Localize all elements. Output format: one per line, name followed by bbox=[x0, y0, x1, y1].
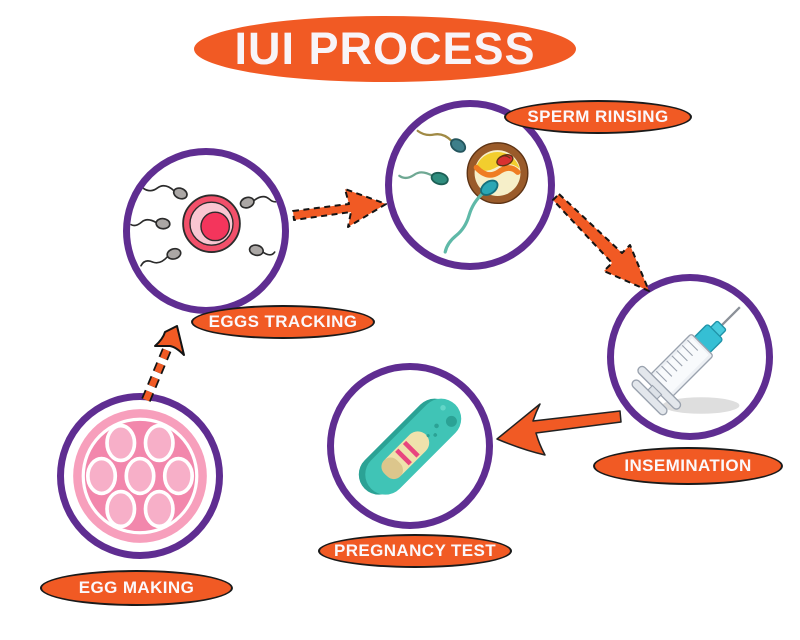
step-label-text: INSEMINATION bbox=[624, 456, 752, 475]
step-label-egg-making: EGG MAKING bbox=[40, 570, 233, 606]
syringe-shadow bbox=[662, 397, 740, 414]
step-label-eggs-tracking: EGGS TRACKING bbox=[191, 305, 375, 339]
swimming-sperm-icons bbox=[398, 129, 467, 186]
pregnancy-test-stick-icon bbox=[358, 398, 462, 495]
ovary-follicles-icon bbox=[73, 409, 207, 543]
arrow-eggs-tracking-to-sperm-rinsing bbox=[292, 188, 387, 228]
step-label-text: EGGS TRACKING bbox=[208, 312, 358, 331]
result-line bbox=[395, 448, 412, 466]
arrow-egg-making-to-eggs-tracking bbox=[141, 325, 185, 402]
egg-cell-icon bbox=[182, 194, 241, 253]
sperm-fertilizing-egg-icon bbox=[398, 129, 529, 254]
step-circle-insemination bbox=[607, 274, 773, 440]
entering-sperm-icon bbox=[443, 179, 499, 254]
step-label-text: PREGNANCY TEST bbox=[333, 541, 497, 560]
fertilized-egg-icon bbox=[466, 142, 529, 205]
step-circle-sperm-rinsing bbox=[385, 100, 555, 270]
step-label-pregnancy-test: PREGNANCY TEST bbox=[318, 534, 512, 568]
diagram-title: IUI PROCESS bbox=[234, 23, 536, 74]
step-circle-egg-making bbox=[57, 393, 223, 559]
result-line bbox=[402, 440, 420, 458]
step-circle-eggs-tracking bbox=[123, 148, 289, 314]
sperm-cells-icon bbox=[130, 184, 281, 267]
test-stick-body bbox=[358, 398, 462, 495]
step-label-text: EGG MAKING bbox=[78, 578, 195, 597]
step-label-insemination: INSEMINATION bbox=[593, 447, 783, 485]
sperm-approaching-egg-icon bbox=[130, 184, 281, 267]
step-circle-pregnancy-test bbox=[327, 363, 493, 529]
arrow-insemination-to-pregnancy-test bbox=[496, 403, 622, 456]
syringe-icon bbox=[631, 306, 741, 416]
diagram-title-ellipse: IUI PROCESS bbox=[190, 12, 580, 86]
step-label-sperm-rinsing: SPERM RINSING bbox=[504, 100, 692, 134]
step-label-text: SPERM RINSING bbox=[527, 107, 669, 126]
arrow-sperm-rinsing-to-insemination bbox=[552, 193, 650, 292]
syringe-body bbox=[631, 306, 741, 416]
follicle-icons bbox=[85, 423, 195, 529]
